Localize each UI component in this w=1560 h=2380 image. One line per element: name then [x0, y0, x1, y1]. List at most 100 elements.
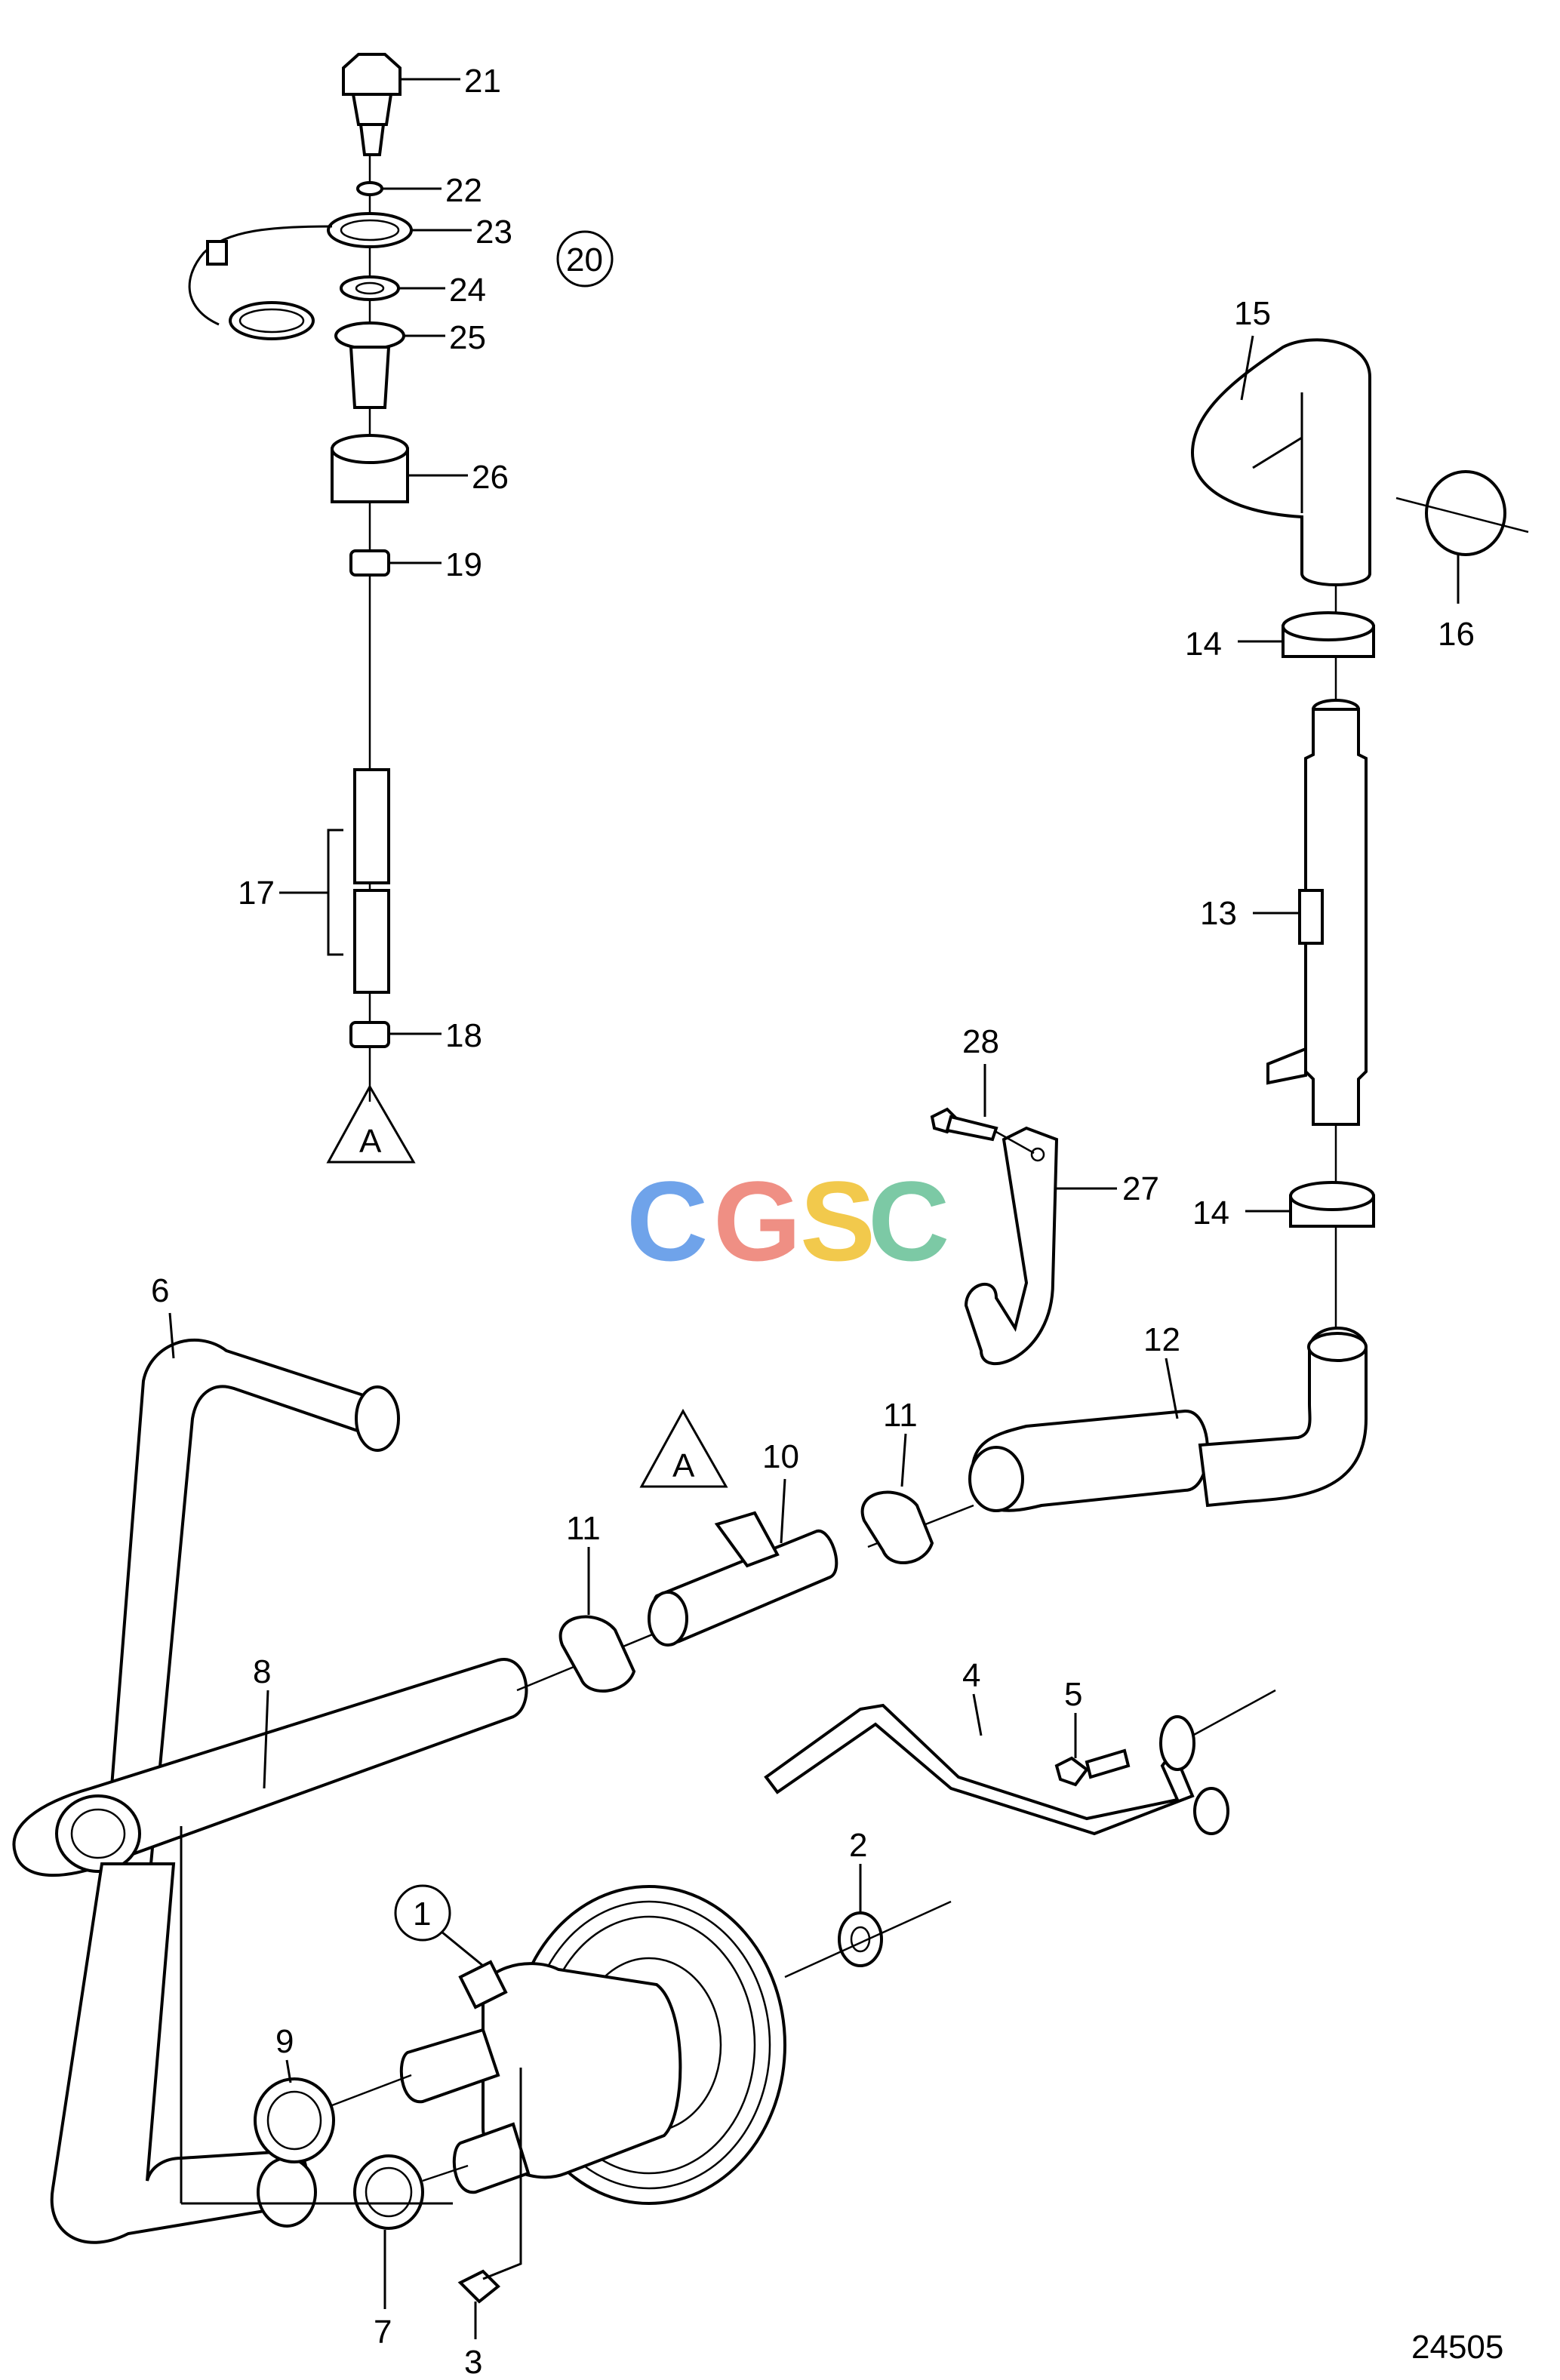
filler-cap-thread: [351, 93, 393, 126]
hose-12-bend-end: [1307, 1332, 1368, 1362]
hose-clamp-9: [254, 2077, 335, 2163]
label-28: 28: [962, 1023, 999, 1060]
bolt-shank: [945, 1115, 998, 1142]
strap-ring-inner: [238, 308, 305, 334]
hose-6-end: [355, 1385, 400, 1452]
water-pump-assembly: [180, 1826, 952, 2304]
screw-3-axis: [482, 2068, 522, 2280]
watermark-letter-4: C: [868, 1158, 949, 1284]
hose-clamp-11-right: [860, 1490, 934, 1564]
label-26: 26: [472, 459, 509, 496]
label-17: 17: [238, 875, 275, 912]
seal-axis: [784, 1900, 952, 1979]
thermostat-housing: [1190, 338, 1371, 586]
label-12: 12: [1143, 1321, 1180, 1358]
hose-clamp-19: [349, 549, 390, 577]
label-16: 16: [1438, 616, 1475, 653]
label-18: 18: [445, 1017, 482, 1054]
pump-outlet: [452, 2122, 531, 2194]
reference-letter-top: A: [359, 1123, 382, 1160]
housing-fold: [1252, 436, 1303, 469]
filler-cap-stem: [358, 123, 386, 156]
label-10: 10: [762, 1438, 799, 1475]
hose-12-end: [968, 1446, 1024, 1512]
label-23: 23: [475, 214, 512, 251]
leader-10: [780, 1478, 786, 1544]
hose-clamp-9-inner: [266, 2090, 322, 2151]
washer: [340, 275, 400, 301]
gasket-strap: [188, 225, 333, 326]
bracket-assembly: [930, 1107, 1059, 1365]
label-13: 13: [1200, 895, 1237, 932]
support-bracket: [964, 1126, 1059, 1365]
clamp-9-axis: [331, 2074, 412, 2107]
hose-section-upper: [353, 768, 390, 884]
pipe-eyelet-1: [1159, 1715, 1195, 1771]
leader-4: [972, 1693, 983, 1736]
drawing-number: 24505: [1411, 2329, 1503, 2366]
label-7: 7: [374, 2314, 392, 2351]
hose-system: A: [12, 1327, 1368, 2244]
label-11-right: 11: [883, 1397, 918, 1434]
label-24: 24: [449, 272, 486, 309]
leader-12: [1165, 1358, 1179, 1419]
connector-tube-branch: [714, 1511, 780, 1568]
hose-clamp-11-left: [558, 1615, 636, 1693]
label-25: 25: [449, 319, 486, 356]
pipe-bracket: [1298, 889, 1324, 945]
filler-cap-plug: [342, 53, 402, 96]
hose-8-bore: [70, 1808, 126, 1859]
cover-axis: [1395, 497, 1529, 534]
watermark-letter-2: G: [713, 1158, 802, 1284]
pipe-eyelet-2: [1193, 1787, 1229, 1835]
label-11-left: 11: [566, 1510, 601, 1547]
leader-lines: [168, 78, 1460, 2339]
reference-letter-mid: A: [672, 1447, 695, 1484]
hose-8: [12, 1658, 528, 1877]
hose-section-lower: [353, 889, 390, 994]
thermostat-assembly: [1190, 338, 1529, 1328]
label-15: 15: [1234, 295, 1271, 332]
label-9: 9: [275, 2023, 294, 2060]
connector-tube-end: [648, 1591, 688, 1647]
label-3: 3: [464, 2344, 482, 2380]
union-nut-top: [331, 434, 409, 464]
part-labels: 21 22 23 20 24 25 26 19 17 18 15 14 16 1…: [151, 63, 1503, 2380]
label-5: 5: [1064, 1676, 1082, 1713]
label-1: 1: [413, 1896, 431, 1933]
hose-nipple: [349, 346, 391, 409]
strap-tab: [206, 240, 228, 266]
watermark-letter-3: S: [800, 1158, 875, 1284]
filler-assembly: A: [188, 53, 416, 1164]
leader-15: [1240, 335, 1254, 401]
label-8: 8: [253, 1653, 271, 1690]
label-27: 27: [1122, 1170, 1159, 1207]
screw-3: [457, 2269, 500, 2304]
bracket-hole: [1030, 1147, 1045, 1162]
label-6: 6: [151, 1272, 169, 1309]
label-14-upper: 14: [1185, 626, 1222, 663]
nipple-flange: [334, 321, 405, 350]
gasket-inner: [340, 219, 400, 241]
leader-8: [263, 1690, 269, 1789]
hose-clamp-7: [353, 2154, 424, 2230]
hose-clamp-18: [349, 1021, 390, 1048]
leader-11-right: [900, 1433, 907, 1487]
pump-seal: [838, 1911, 883, 1967]
bracket-17: [327, 829, 343, 956]
label-4: 4: [962, 1657, 980, 1694]
reference-triangle-top: [326, 1084, 416, 1164]
clamp-14-upper-top: [1282, 611, 1375, 641]
bolt-5-head: [1054, 1756, 1089, 1787]
circle-label-20: [556, 230, 614, 288]
clamp-7-axis: [422, 2164, 469, 2182]
leader-6: [168, 1312, 175, 1359]
leader-1: [441, 1930, 484, 1967]
label-21: 21: [464, 63, 501, 100]
o-ring: [356, 181, 383, 196]
hose-6-lower-end: [257, 2157, 317, 2228]
hose-8-end: [55, 1794, 141, 1873]
bolt-5-shank: [1085, 1748, 1131, 1779]
hose-clamp-7-inner: [365, 2166, 413, 2218]
